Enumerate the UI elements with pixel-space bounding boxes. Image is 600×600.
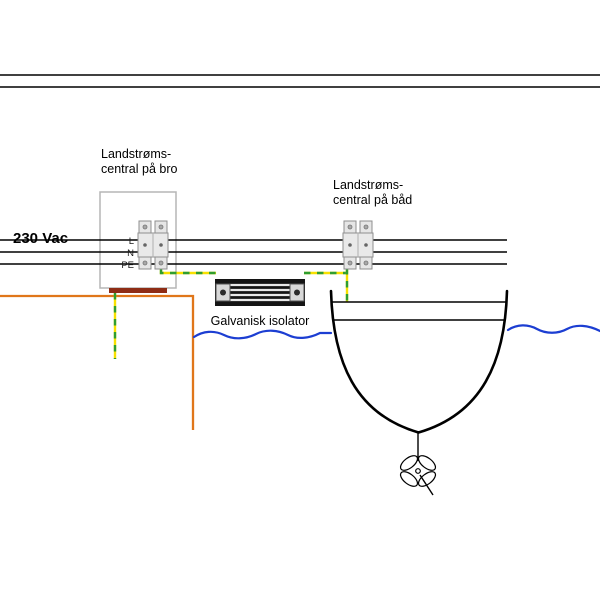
water-wave-left xyxy=(192,329,333,340)
terminal-screw xyxy=(347,260,353,266)
isolator-label: Galvanisk isolator xyxy=(211,314,310,328)
terminal-screw xyxy=(363,224,369,230)
wire-label-L: L xyxy=(129,236,134,247)
propeller xyxy=(399,433,437,496)
voltage-label: 230 Vac xyxy=(13,230,68,247)
terminal-screw xyxy=(363,260,369,266)
breaker-toggle-dot xyxy=(364,243,368,247)
boat-hull xyxy=(329,289,509,434)
propeller-blade xyxy=(399,455,419,471)
skeg-line xyxy=(419,474,434,496)
shore-central-label-line1: Landstrøms- xyxy=(101,147,171,161)
wire-label-PE: PE xyxy=(121,260,134,271)
wire-label-N: N xyxy=(127,248,134,259)
water-wave-right xyxy=(506,324,600,334)
quay-ground-line xyxy=(0,294,195,430)
mounting-hole xyxy=(294,289,300,296)
propeller-hub xyxy=(415,468,421,474)
shore-central-label-line2: central på bro xyxy=(101,162,177,176)
boat-central-label-line2: central på båd xyxy=(333,193,412,207)
galvanic-isolator xyxy=(215,279,305,306)
terminal-screw xyxy=(142,224,148,230)
breaker-toggle-dot xyxy=(348,243,352,247)
propeller-blade xyxy=(417,455,437,471)
shore-box-base xyxy=(109,288,167,293)
terminal-screw xyxy=(142,260,148,266)
propeller-blade xyxy=(417,471,437,487)
propeller-blade xyxy=(399,471,419,487)
boat-central-label-line1: Landstrøms- xyxy=(333,178,403,192)
boat-breaker xyxy=(342,220,374,270)
breaker-toggle-dot xyxy=(143,243,147,247)
terminal-screw xyxy=(158,224,164,230)
terminal-screw xyxy=(347,224,353,230)
terminal-screw xyxy=(158,260,164,266)
breaker-toggle-dot xyxy=(159,243,163,247)
pe-wire-shore-green xyxy=(159,269,216,275)
shore-breaker xyxy=(137,220,169,270)
mounting-hole xyxy=(220,289,226,296)
